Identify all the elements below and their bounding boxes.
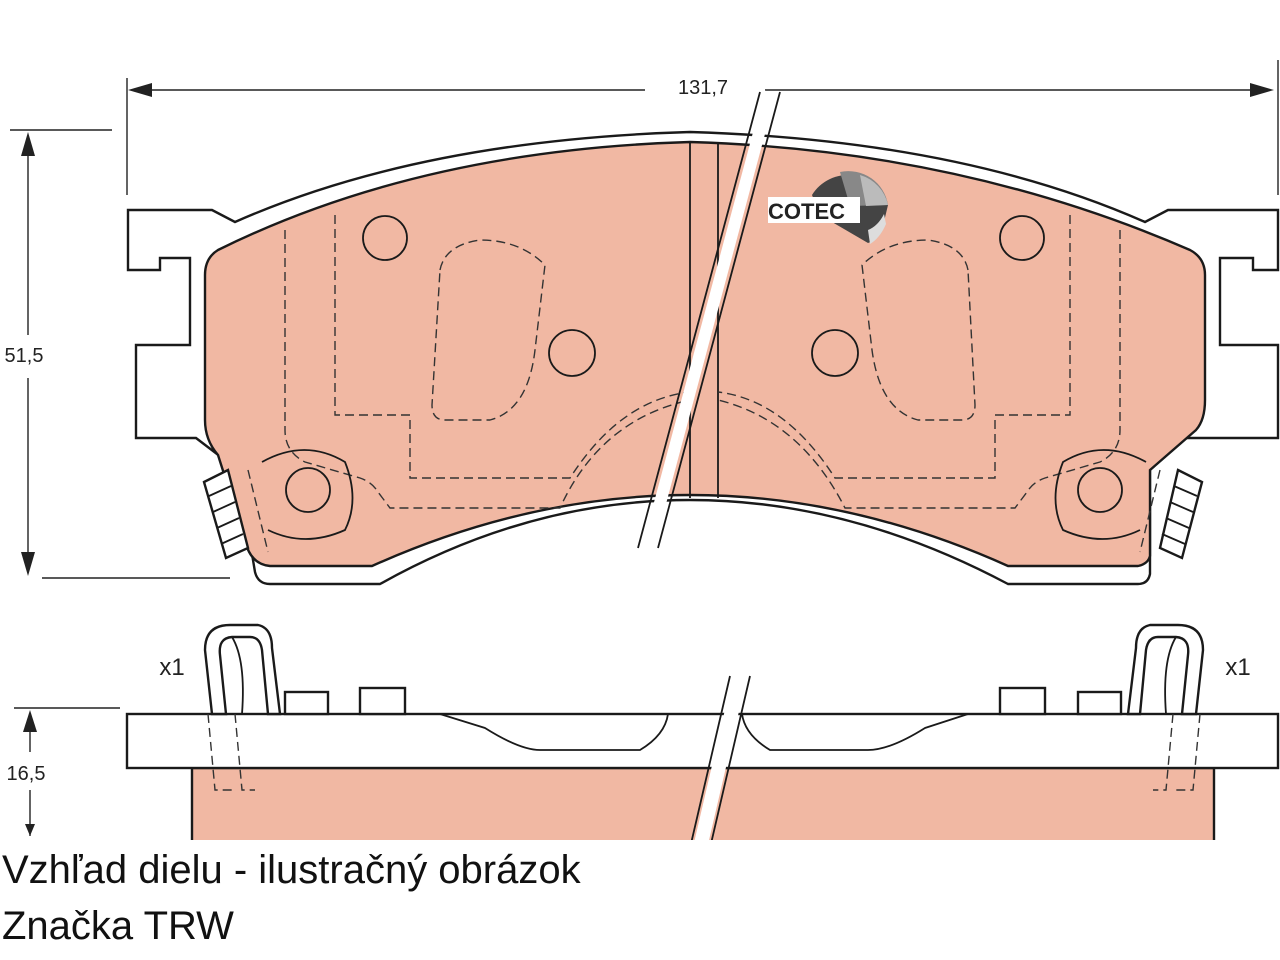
anti-rattle-clip-left [203,623,282,791]
caption-illustration-note: Vzhľad dielu - ilustračný obrázok [2,848,581,892]
width-dimension: 131,7 [126,60,1279,195]
wear-indicator-right [1158,468,1204,560]
side-studs [283,686,1123,716]
side-recess [439,713,969,751]
clip-quantity-left: x1 [159,654,184,681]
height-dimension: 51,5 [5,129,230,579]
break-line-front [637,90,781,550]
clip-quantity-right: x1 [1225,654,1250,681]
cotec-logo-icon: COTEC [768,171,888,244]
break-line-side [690,674,751,840]
mounting-holes [261,215,1147,540]
width-value: 131,7 [678,77,728,99]
hidden-lines [247,215,1161,553]
thickness-value: 16,5 [7,763,46,785]
brake-pad-drawing: 131,7 51,5 16,5 [5,60,1280,840]
anti-rattle-clip-right [1126,623,1205,791]
height-value: 51,5 [5,345,44,367]
wear-indicator-left [202,468,250,560]
cotec-logo-text: COTEC [768,199,845,224]
thickness-dimension: 16,5 [7,707,120,836]
caption-brand: Značka TRW [2,904,234,948]
side-backing-plate [125,712,1280,770]
